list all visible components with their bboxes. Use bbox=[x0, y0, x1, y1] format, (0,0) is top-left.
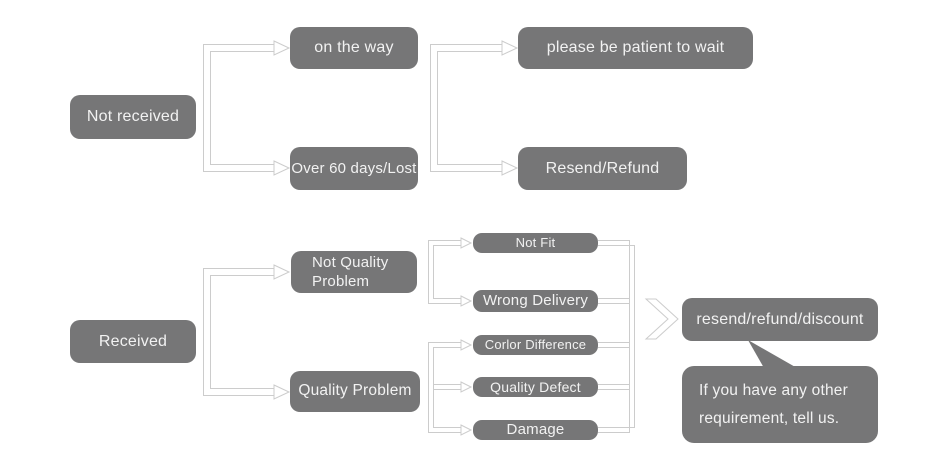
node-on-the-way: on the way bbox=[290, 27, 418, 69]
node-corlor-difference: Corlor Difference bbox=[473, 335, 598, 355]
arrowhead-icon bbox=[460, 237, 473, 249]
double-chevron-icon bbox=[644, 298, 679, 340]
speech-bubble-note: If you have any other requirement, tell … bbox=[682, 366, 878, 443]
node-wrong-delivery: Wrong Delivery bbox=[473, 290, 598, 312]
arrowhead-icon bbox=[460, 424, 473, 436]
node-quality-defect: Quality Defect bbox=[473, 377, 598, 397]
connector-quality-branch bbox=[428, 339, 473, 436]
connector-not-received-branch bbox=[203, 40, 291, 176]
arrowhead-icon bbox=[273, 264, 291, 280]
arrowhead-icon bbox=[273, 40, 291, 56]
arrowhead-icon bbox=[501, 40, 519, 56]
arrowhead-icon bbox=[273, 160, 291, 176]
node-not-fit: Not Fit bbox=[473, 233, 598, 253]
node-received: Received bbox=[70, 320, 196, 363]
arrowhead-icon bbox=[460, 295, 473, 307]
connector-not-quality-branch bbox=[428, 237, 473, 307]
node-resend-refund-discount: resend/refund/discount bbox=[682, 298, 878, 341]
node-quality-problem: Quality Problem bbox=[290, 371, 420, 412]
connector-received-branch bbox=[203, 264, 291, 400]
node-not-quality-problem: Not Quality Problem bbox=[291, 251, 417, 293]
connector-top-second-branch bbox=[430, 40, 519, 176]
arrowhead-icon bbox=[273, 384, 291, 400]
note-line-2: requirement, tell us. bbox=[699, 409, 840, 427]
arrowhead-icon bbox=[460, 381, 473, 393]
connector-collector bbox=[598, 240, 635, 433]
node-not-received: Not received bbox=[70, 95, 196, 139]
speech-bubble-tail bbox=[748, 340, 797, 368]
node-over-60-days-lost: Over 60 days/Lost bbox=[290, 147, 418, 190]
arrowhead-icon bbox=[460, 339, 473, 351]
arrowhead-icon bbox=[501, 160, 519, 176]
node-please-be-patient: please be patient to wait bbox=[518, 27, 753, 69]
node-damage: Damage bbox=[473, 420, 598, 440]
note-line-1: If you have any other bbox=[699, 381, 848, 399]
node-resend-refund: Resend/Refund bbox=[518, 147, 687, 190]
